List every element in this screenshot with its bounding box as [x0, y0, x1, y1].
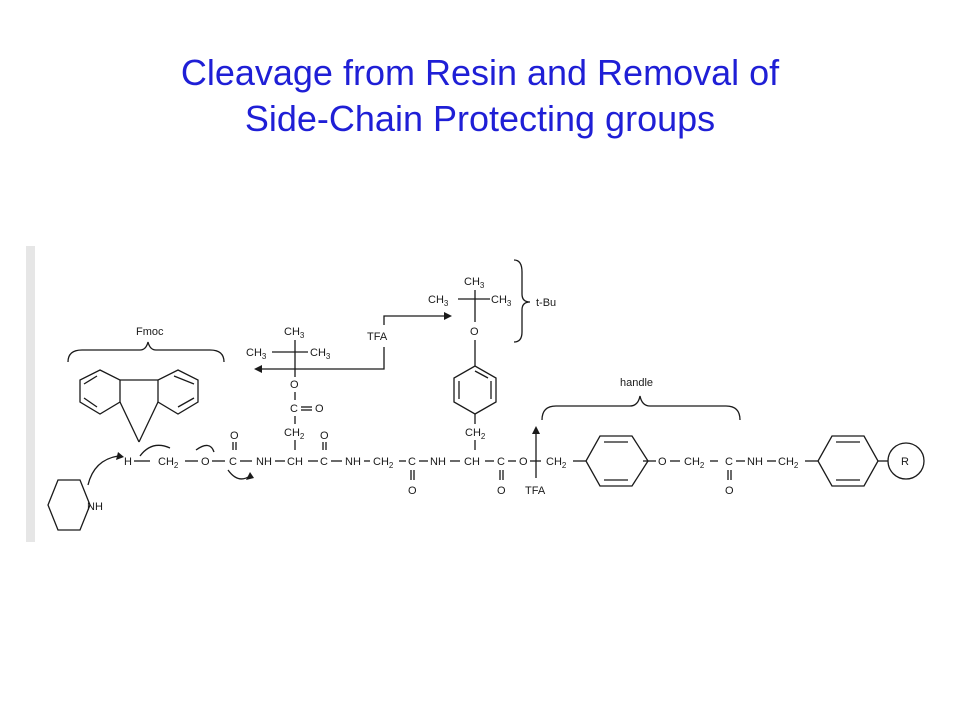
svg-text:CH2: CH2	[778, 456, 799, 470]
svg-text:C: C	[725, 456, 733, 468]
electron-push-arrow-2	[195, 444, 215, 453]
svg-text:O: O	[201, 456, 210, 468]
svg-text:CH2: CH2	[546, 456, 567, 470]
svg-text:O: O	[290, 379, 299, 391]
tfa-label-lower: TFA	[525, 485, 546, 497]
svg-text:O: O	[497, 485, 506, 497]
svg-text:CH3: CH3	[464, 276, 485, 290]
svg-text:CH3: CH3	[428, 294, 449, 308]
svg-text:CH2: CH2	[158, 456, 179, 470]
svg-text:O: O	[470, 326, 479, 338]
svg-text:C: C	[290, 403, 298, 415]
svg-text:O: O	[725, 485, 734, 497]
resin-phenyl	[817, 435, 888, 487]
svg-text:H: H	[124, 456, 132, 468]
resin-bead-circle	[887, 442, 925, 480]
svg-text:CH3: CH3	[310, 347, 331, 361]
svg-text:O: O	[408, 485, 417, 497]
svg-text:CH: CH	[287, 456, 303, 468]
svg-text:CH3: CH3	[246, 347, 267, 361]
svg-text:CH2: CH2	[284, 427, 305, 441]
title-line-2: Side-Chain Protecting groups	[244, 98, 716, 139]
svg-text:CH: CH	[464, 456, 480, 468]
svg-text:C: C	[408, 456, 416, 468]
tbu-label: t-Bu	[536, 297, 556, 309]
piperidine-ring	[47, 479, 91, 531]
tbu-bracket	[513, 259, 531, 343]
fluorene-group	[79, 369, 199, 443]
fmoc-label: Fmoc	[136, 326, 164, 338]
tfa-cleavage-arrow-upper	[254, 312, 452, 373]
svg-text:CH3: CH3	[491, 294, 512, 308]
svg-text:C: C	[229, 456, 237, 468]
piperidine-nh: NH	[87, 501, 103, 513]
svg-text:O: O	[315, 403, 324, 415]
resin-r-label: R	[901, 456, 909, 468]
handle-label: handle	[620, 377, 653, 389]
electron-push-arrow-3	[227, 469, 251, 480]
electron-push-arrow-1	[139, 444, 171, 457]
tyr-side-chain: CH2 O CH3 CH3 CH3	[428, 276, 512, 450]
svg-text:NH: NH	[747, 456, 763, 468]
svg-text:CH2: CH2	[684, 456, 705, 470]
svg-text:CH2: CH2	[465, 427, 486, 441]
slide-title: Cleavage from Resin and Removal of Side-…	[0, 50, 960, 142]
peptide-backbone: H CH2 O C O NH CH C O NH CH2 C O NH CH C…	[124, 430, 586, 497]
svg-text:O: O	[658, 456, 667, 468]
svg-text:CH2: CH2	[373, 456, 394, 470]
svg-text:NH: NH	[345, 456, 361, 468]
handle-linker: O CH2 C O NH CH2	[585, 435, 818, 497]
svg-text:C: C	[320, 456, 328, 468]
title-line-1: Cleavage from Resin and Removal of	[180, 52, 780, 93]
proton-abstraction-arrow	[87, 455, 119, 486]
svg-text:CH3: CH3	[284, 326, 305, 340]
fmoc-brace	[67, 341, 225, 363]
svg-text:NH: NH	[256, 456, 272, 468]
scan-edge	[26, 246, 35, 542]
svg-text:O: O	[320, 430, 329, 442]
svg-text:NH: NH	[430, 456, 446, 468]
svg-text:O: O	[519, 456, 528, 468]
handle-brace	[541, 395, 741, 421]
tfa-label-upper: TFA	[367, 331, 388, 343]
svg-text:C: C	[497, 456, 505, 468]
asp-side-chain: CH2 C O O CH3 CH3 CH3	[246, 326, 331, 450]
svg-text:O: O	[230, 430, 239, 442]
